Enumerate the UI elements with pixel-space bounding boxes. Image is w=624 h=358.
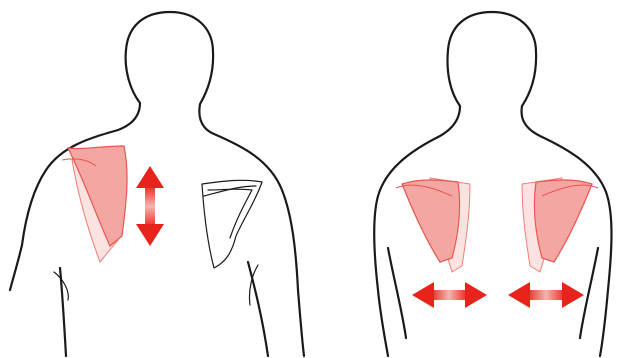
double-headed-arrow-icon	[136, 166, 164, 246]
double-headed-arrow-icon	[508, 282, 584, 308]
scapula-main	[402, 180, 460, 262]
figure-left	[10, 12, 304, 356]
scapula-spine-outline	[204, 186, 256, 196]
arrow-shaft-vertical	[145, 185, 155, 228]
arrow-head-left	[412, 282, 434, 308]
arrow-shaft-horizontal	[430, 290, 468, 300]
scapula-inner-outline	[208, 189, 252, 238]
arrow-head-right	[465, 282, 487, 308]
scapula-outline	[202, 180, 262, 268]
scapula-outline-right	[202, 180, 262, 268]
arrow-shaft-horizontal	[526, 290, 566, 300]
arrow-head-right	[562, 282, 584, 308]
arrow-head-left	[508, 282, 530, 308]
right-inner-arm	[580, 248, 598, 338]
left-inner-arm	[388, 248, 406, 338]
scapula-main	[534, 180, 592, 262]
scapula-highlighted-left	[62, 146, 127, 262]
scapula-highlighted-left-figure2	[396, 178, 470, 272]
double-headed-arrow-icon	[412, 282, 487, 308]
arrow-head-up	[136, 166, 164, 188]
scapula-highlighted-right-figure2	[522, 178, 598, 272]
figure-right	[374, 12, 611, 356]
right-arm-line	[248, 262, 268, 356]
arrow-head-down	[136, 224, 164, 246]
